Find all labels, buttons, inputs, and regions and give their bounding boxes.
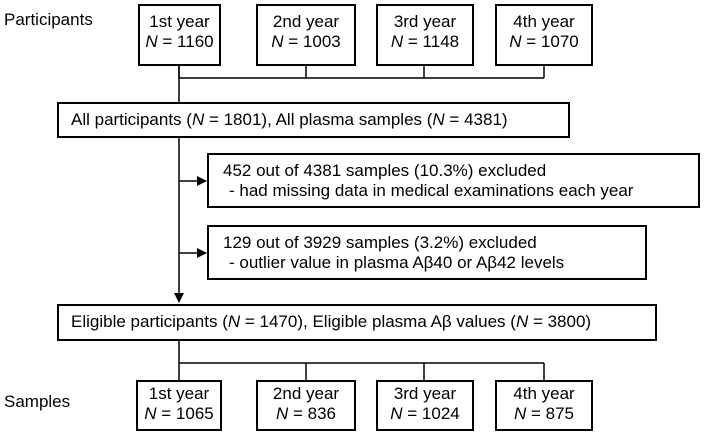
year-label: 4th year [513,384,575,403]
exclusion-box-missing-data: 452 out of 4381 samples (10.3%) excluded… [207,153,700,208]
bottom-year-box-4: 4th year N = 875 [495,380,593,431]
top-year-box-1: 1st year N = 1160 [138,4,221,66]
year-label: 3rd year [393,384,457,403]
exclusion-box-outlier: 129 out of 3929 samples (3.2%) excluded … [207,225,647,280]
participants-label: Participants [4,10,93,29]
top-year-box-3: 3rd year N = 1148 [376,4,474,66]
n-value: N = 836 [275,404,337,423]
n-value: N = 1003 [271,32,341,51]
samples-label: Samples [4,392,71,411]
n-value: N = 1070 [509,32,579,51]
year-label: 2nd year [272,12,340,31]
bottom-year-box-1: 1st year N = 1065 [136,380,222,431]
n-value: N = 1024 [390,404,460,423]
year-label: 1st year [149,12,210,31]
year-label: 1st year [148,384,210,403]
year-label: 3rd year [393,12,457,31]
bottom-year-box-2: 2nd year N = 836 [256,380,356,431]
year-label: 4th year [513,12,575,31]
exclusion-reason: - had missing data in medical examinatio… [229,181,634,200]
n-value: N = 1160 [145,32,214,51]
top-year-box-2: 2nd year N = 1003 [256,4,356,66]
eligible-participants-box: Eligible participants (N = 1470), Eligib… [57,304,657,341]
all-participants-box: All participants (N = 1801), All plasma … [57,102,570,138]
bottom-year-box-3: 3rd year N = 1024 [376,380,474,431]
n-value: N = 1065 [144,404,214,423]
n-value: N = 1148 [390,32,460,51]
year-label: 2nd year [272,384,340,403]
exclusion-count: 452 out of 4381 samples (10.3%) excluded [223,161,547,180]
exclusion-reason: - outlier value in plasma Aβ40 or Aβ42 l… [229,253,565,272]
n-value: N = 875 [513,404,575,423]
exclusion-count: 129 out of 3929 samples (3.2%) excluded [223,233,537,252]
top-year-box-4: 4th year N = 1070 [495,4,593,66]
